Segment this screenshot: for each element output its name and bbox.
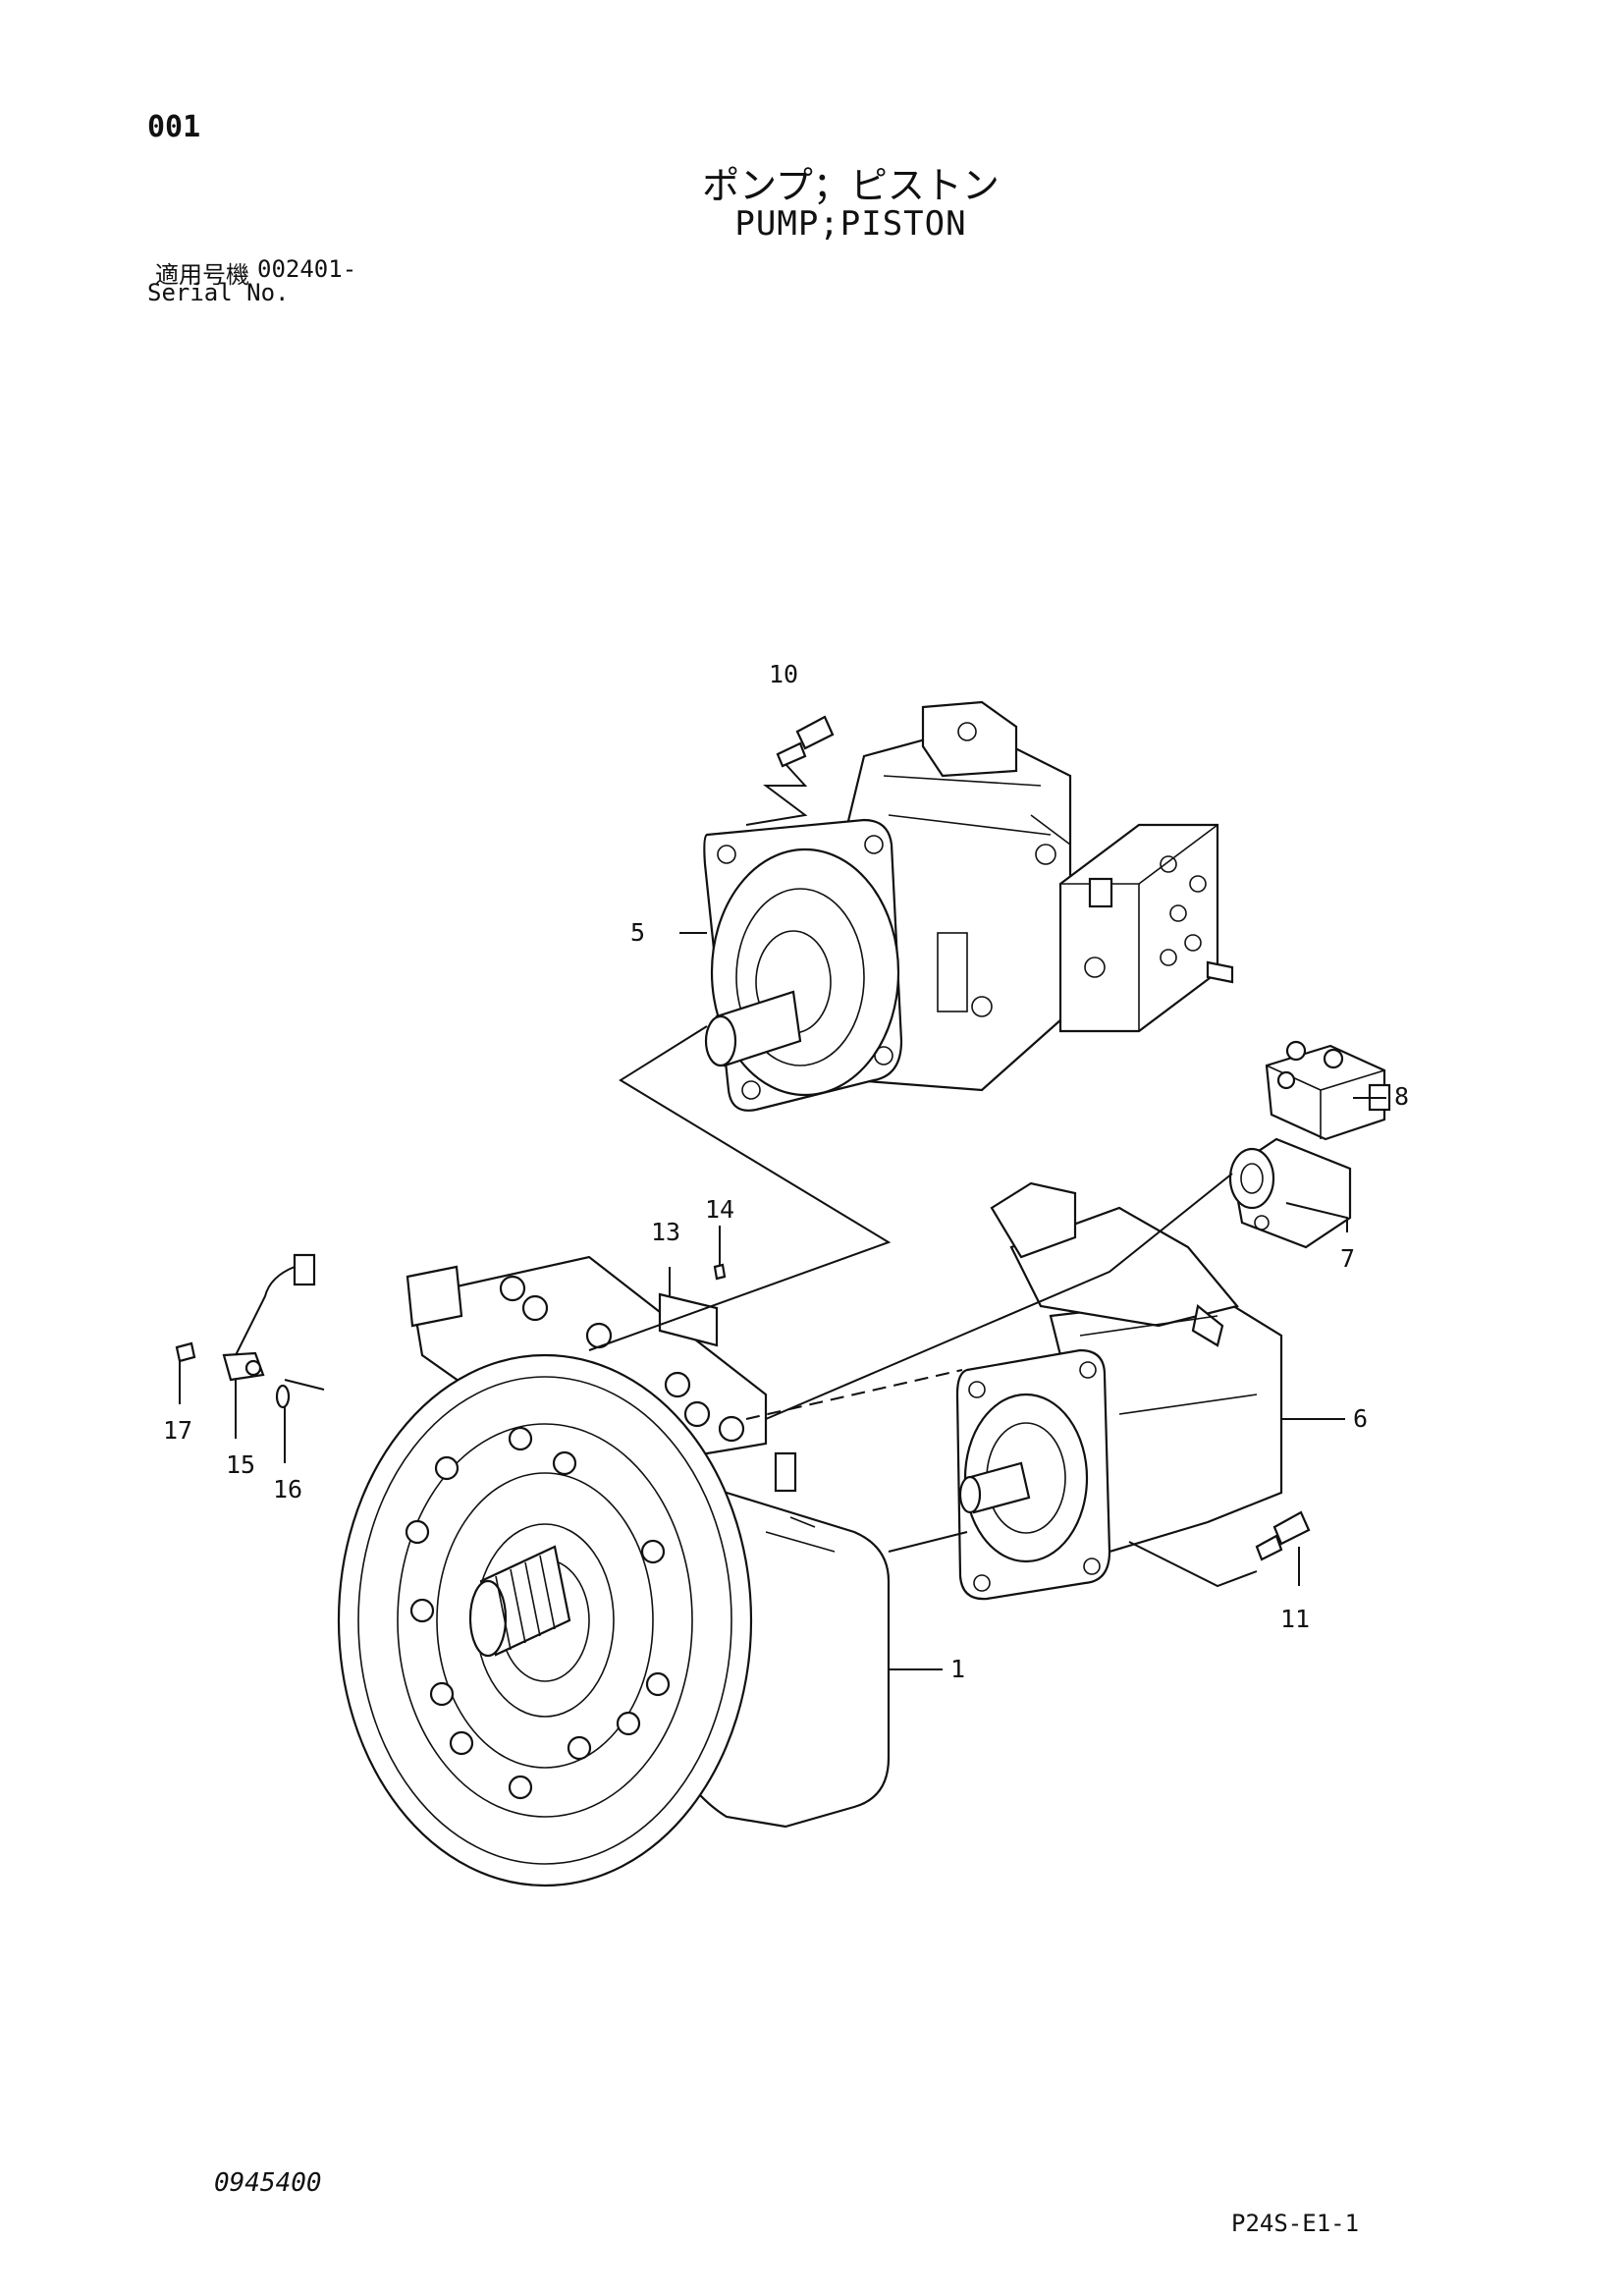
serial-number-value: 002401- — [257, 255, 357, 283]
callout-16: 17 — [163, 1416, 192, 1445]
callout-11: 11 — [1280, 1605, 1310, 1633]
part-16-bolt — [175, 1341, 196, 1363]
part-13-name-plate — [658, 1292, 719, 1347]
leader-lines — [179, 932, 1386, 1670]
assembly-guide-lines — [284, 1025, 1258, 1588]
document-code: 0945400 — [214, 2168, 322, 2198]
callout-15: 15 — [226, 1450, 255, 1479]
callout-17: 16 — [273, 1475, 302, 1503]
page-code: P24S-E1-1 — [1231, 2210, 1360, 2237]
callout-8: 8 — [1394, 1082, 1409, 1111]
callout-7: 7 — [1340, 1244, 1355, 1273]
callout-10: 10 — [769, 660, 798, 688]
title-english: PUMP;PISTON — [734, 204, 967, 244]
part-6-secondary-pump — [955, 1181, 1283, 1601]
part-7-gear-pump — [1228, 1137, 1352, 1249]
title-japanese: ポンプ；ピストン — [702, 164, 1000, 207]
serial-label-english: Serial No. — [147, 279, 290, 306]
callout-13: 13 — [651, 1218, 680, 1246]
part-17-o-ring — [275, 1384, 291, 1409]
callout-14: 14 — [705, 1195, 734, 1224]
part-14-screw — [713, 1263, 727, 1281]
page-number: 001 — [147, 110, 201, 144]
serial-label-japanese: 適用号機 — [155, 261, 249, 289]
part-15-sensor — [222, 1253, 316, 1382]
callout-labels: 10 5 8 7 14 13 6 1 11 17 15 16 — [163, 660, 1409, 1683]
callout-5: 5 — [630, 918, 645, 947]
callout-1: 1 — [950, 1655, 965, 1683]
part-5-upper-pump — [703, 700, 1234, 1112]
part-1-main-pump — [337, 1255, 891, 1887]
part-10-bolt — [745, 715, 835, 826]
part-8-valve-block — [1265, 1040, 1391, 1141]
callout-6: 6 — [1353, 1404, 1368, 1433]
part-11-bolt — [1255, 1510, 1311, 1561]
